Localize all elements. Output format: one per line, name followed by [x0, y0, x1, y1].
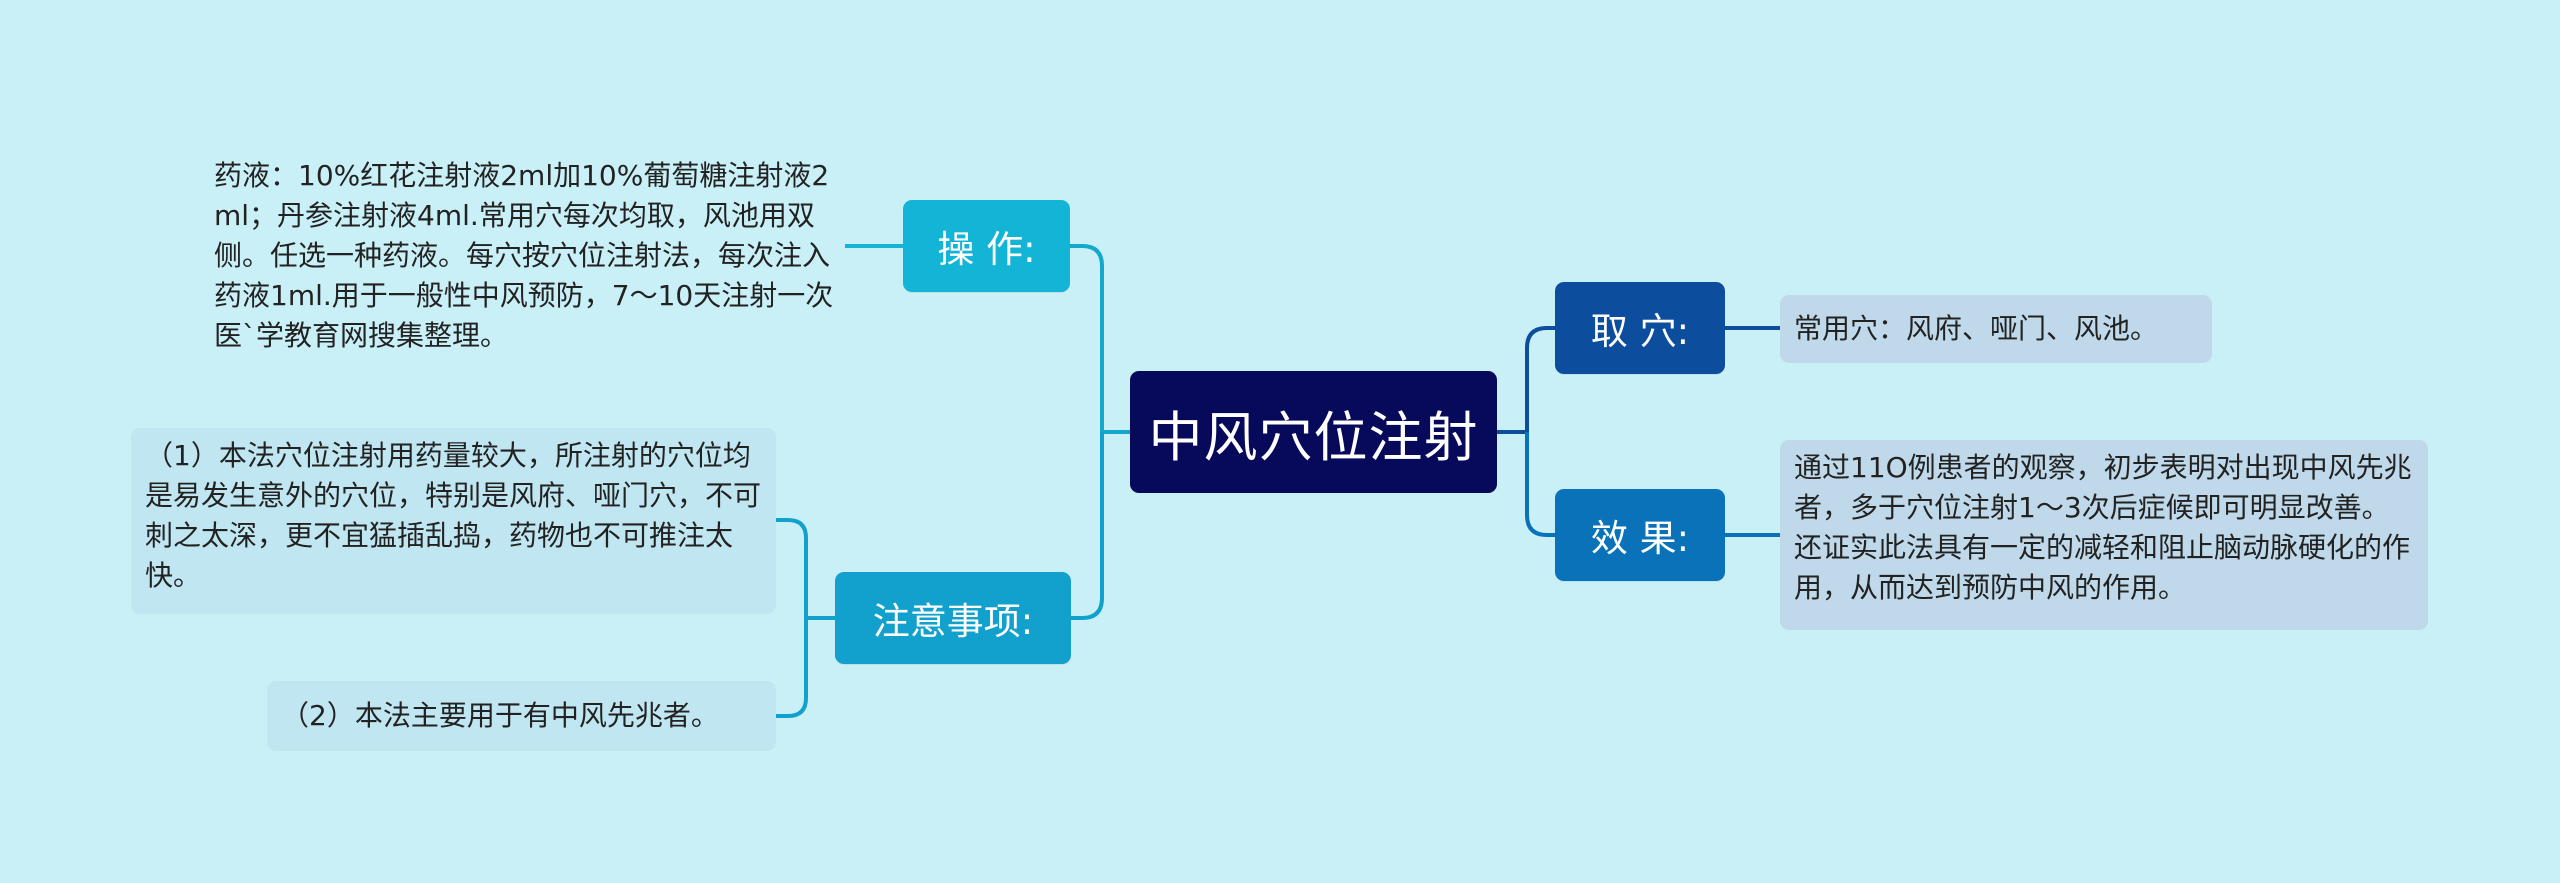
connector-root-acupoints — [1497, 326, 1555, 434]
connector-root-effect — [1525, 432, 1555, 537]
branch-notes[interactable]: 注意事项: — [835, 572, 1071, 664]
leaf-effect-text[interactable]: 通过11O例患者的观察，初步表明对出现中风先兆者，多于穴位注射1～3次后症候即可… — [1780, 440, 2428, 630]
leaf-notes-item-2[interactable]: （2）本法主要用于有中风先兆者。 — [267, 681, 776, 751]
leaf-acupoints-text[interactable]: 常用穴：风府、哑门、风池。 — [1780, 295, 2212, 363]
branch-effect[interactable]: 效 果: — [1555, 489, 1725, 581]
connector-notes-leaf1 — [776, 518, 835, 620]
root-topic[interactable]: 中风穴位注射 — [1130, 371, 1497, 493]
leaf-operation-text[interactable]: 药液：10%红花注射液2ml加10%葡萄糖注射液2ml；丹参注射液4ml.常用穴… — [214, 159, 834, 352]
leaf-notes-item-1[interactable]: （1）本法穴位注射用药量较大，所注射的穴位均是易发生意外的穴位，特别是风府、哑门… — [131, 428, 776, 614]
connector-notes-leaf2 — [776, 618, 808, 718]
branch-operation[interactable]: 操 作: — [903, 200, 1070, 292]
branch-acupoints[interactable]: 取 穴: — [1555, 282, 1725, 374]
connector-root-operation — [1070, 244, 1130, 434]
connector-root-notes — [1071, 432, 1104, 620]
